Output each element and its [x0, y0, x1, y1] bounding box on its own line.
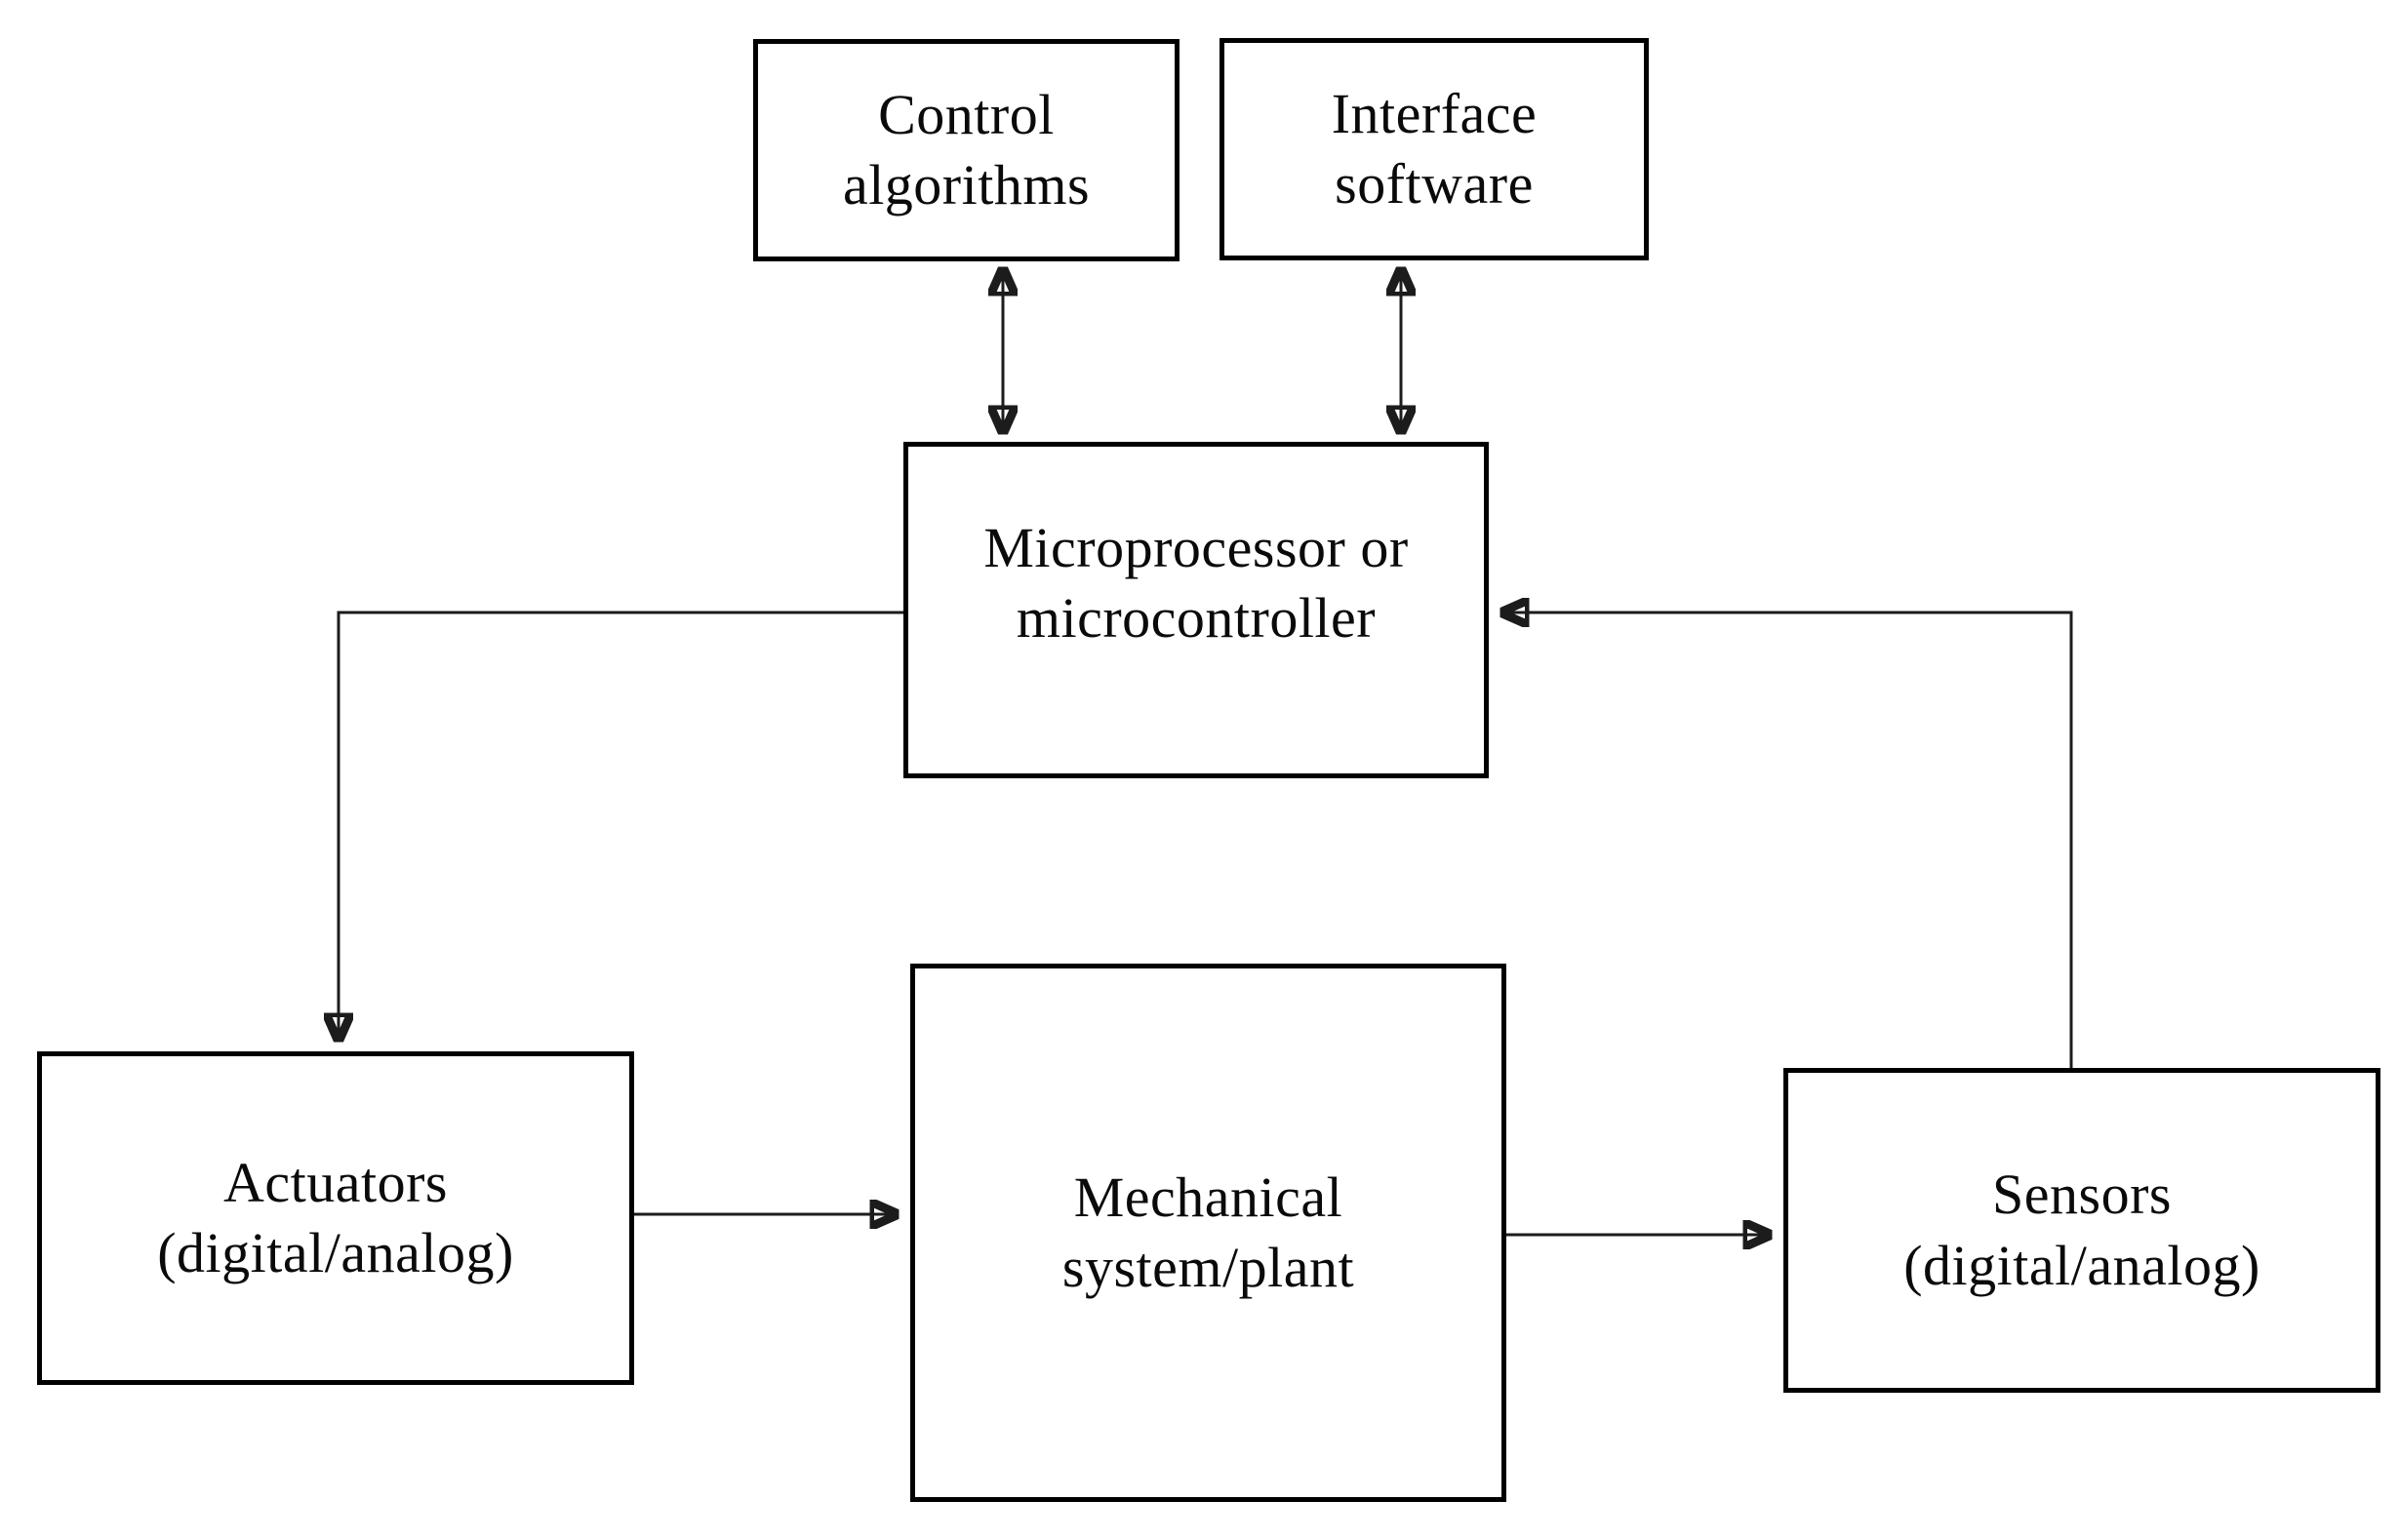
node-mechanical-system: Mechanical system/plant	[910, 964, 1506, 1502]
node-sensors: Sensors (digital/analog)	[1783, 1068, 2380, 1393]
node-control-algorithms: Control algorithms	[753, 39, 1180, 261]
node-sensors-label: Sensors (digital/analog)	[1903, 1160, 2260, 1301]
node-mechanical-system-label: Mechanical system/plant	[1062, 1163, 1354, 1304]
node-microprocessor-label: Microprocessor or microcontroller	[983, 513, 1408, 654]
node-actuators: Actuators (digital/analog)	[37, 1051, 634, 1385]
node-interface-software: Interface software	[1219, 38, 1649, 260]
node-microprocessor: Microprocessor or microcontroller	[903, 442, 1489, 778]
label-line: algorithms	[842, 153, 1091, 217]
label-line: Microprocessor or	[983, 515, 1409, 579]
label-line: (digital/analog)	[157, 1221, 514, 1284]
node-actuators-label: Actuators (digital/analog)	[157, 1148, 514, 1289]
label-line: (digital/analog)	[1903, 1233, 2260, 1297]
label-line: Mechanical	[1073, 1165, 1343, 1229]
node-control-algorithms-label: Control algorithms	[843, 80, 1090, 221]
label-line: Control	[878, 82, 1055, 146]
connector-microprocessor-to-actuators-arrow	[339, 611, 903, 1038]
label-line: system/plant	[1061, 1236, 1355, 1299]
label-line: Actuators	[222, 1150, 448, 1214]
connector-sensors-to-microprocessor-arrow	[1504, 612, 2073, 1068]
label-line: software	[1335, 152, 1534, 216]
label-line: Sensors	[1992, 1163, 2172, 1226]
label-line: Interface	[1331, 81, 1538, 145]
node-interface-software-label: Interface software	[1332, 79, 1538, 220]
label-line: microcontroller	[1016, 586, 1377, 650]
